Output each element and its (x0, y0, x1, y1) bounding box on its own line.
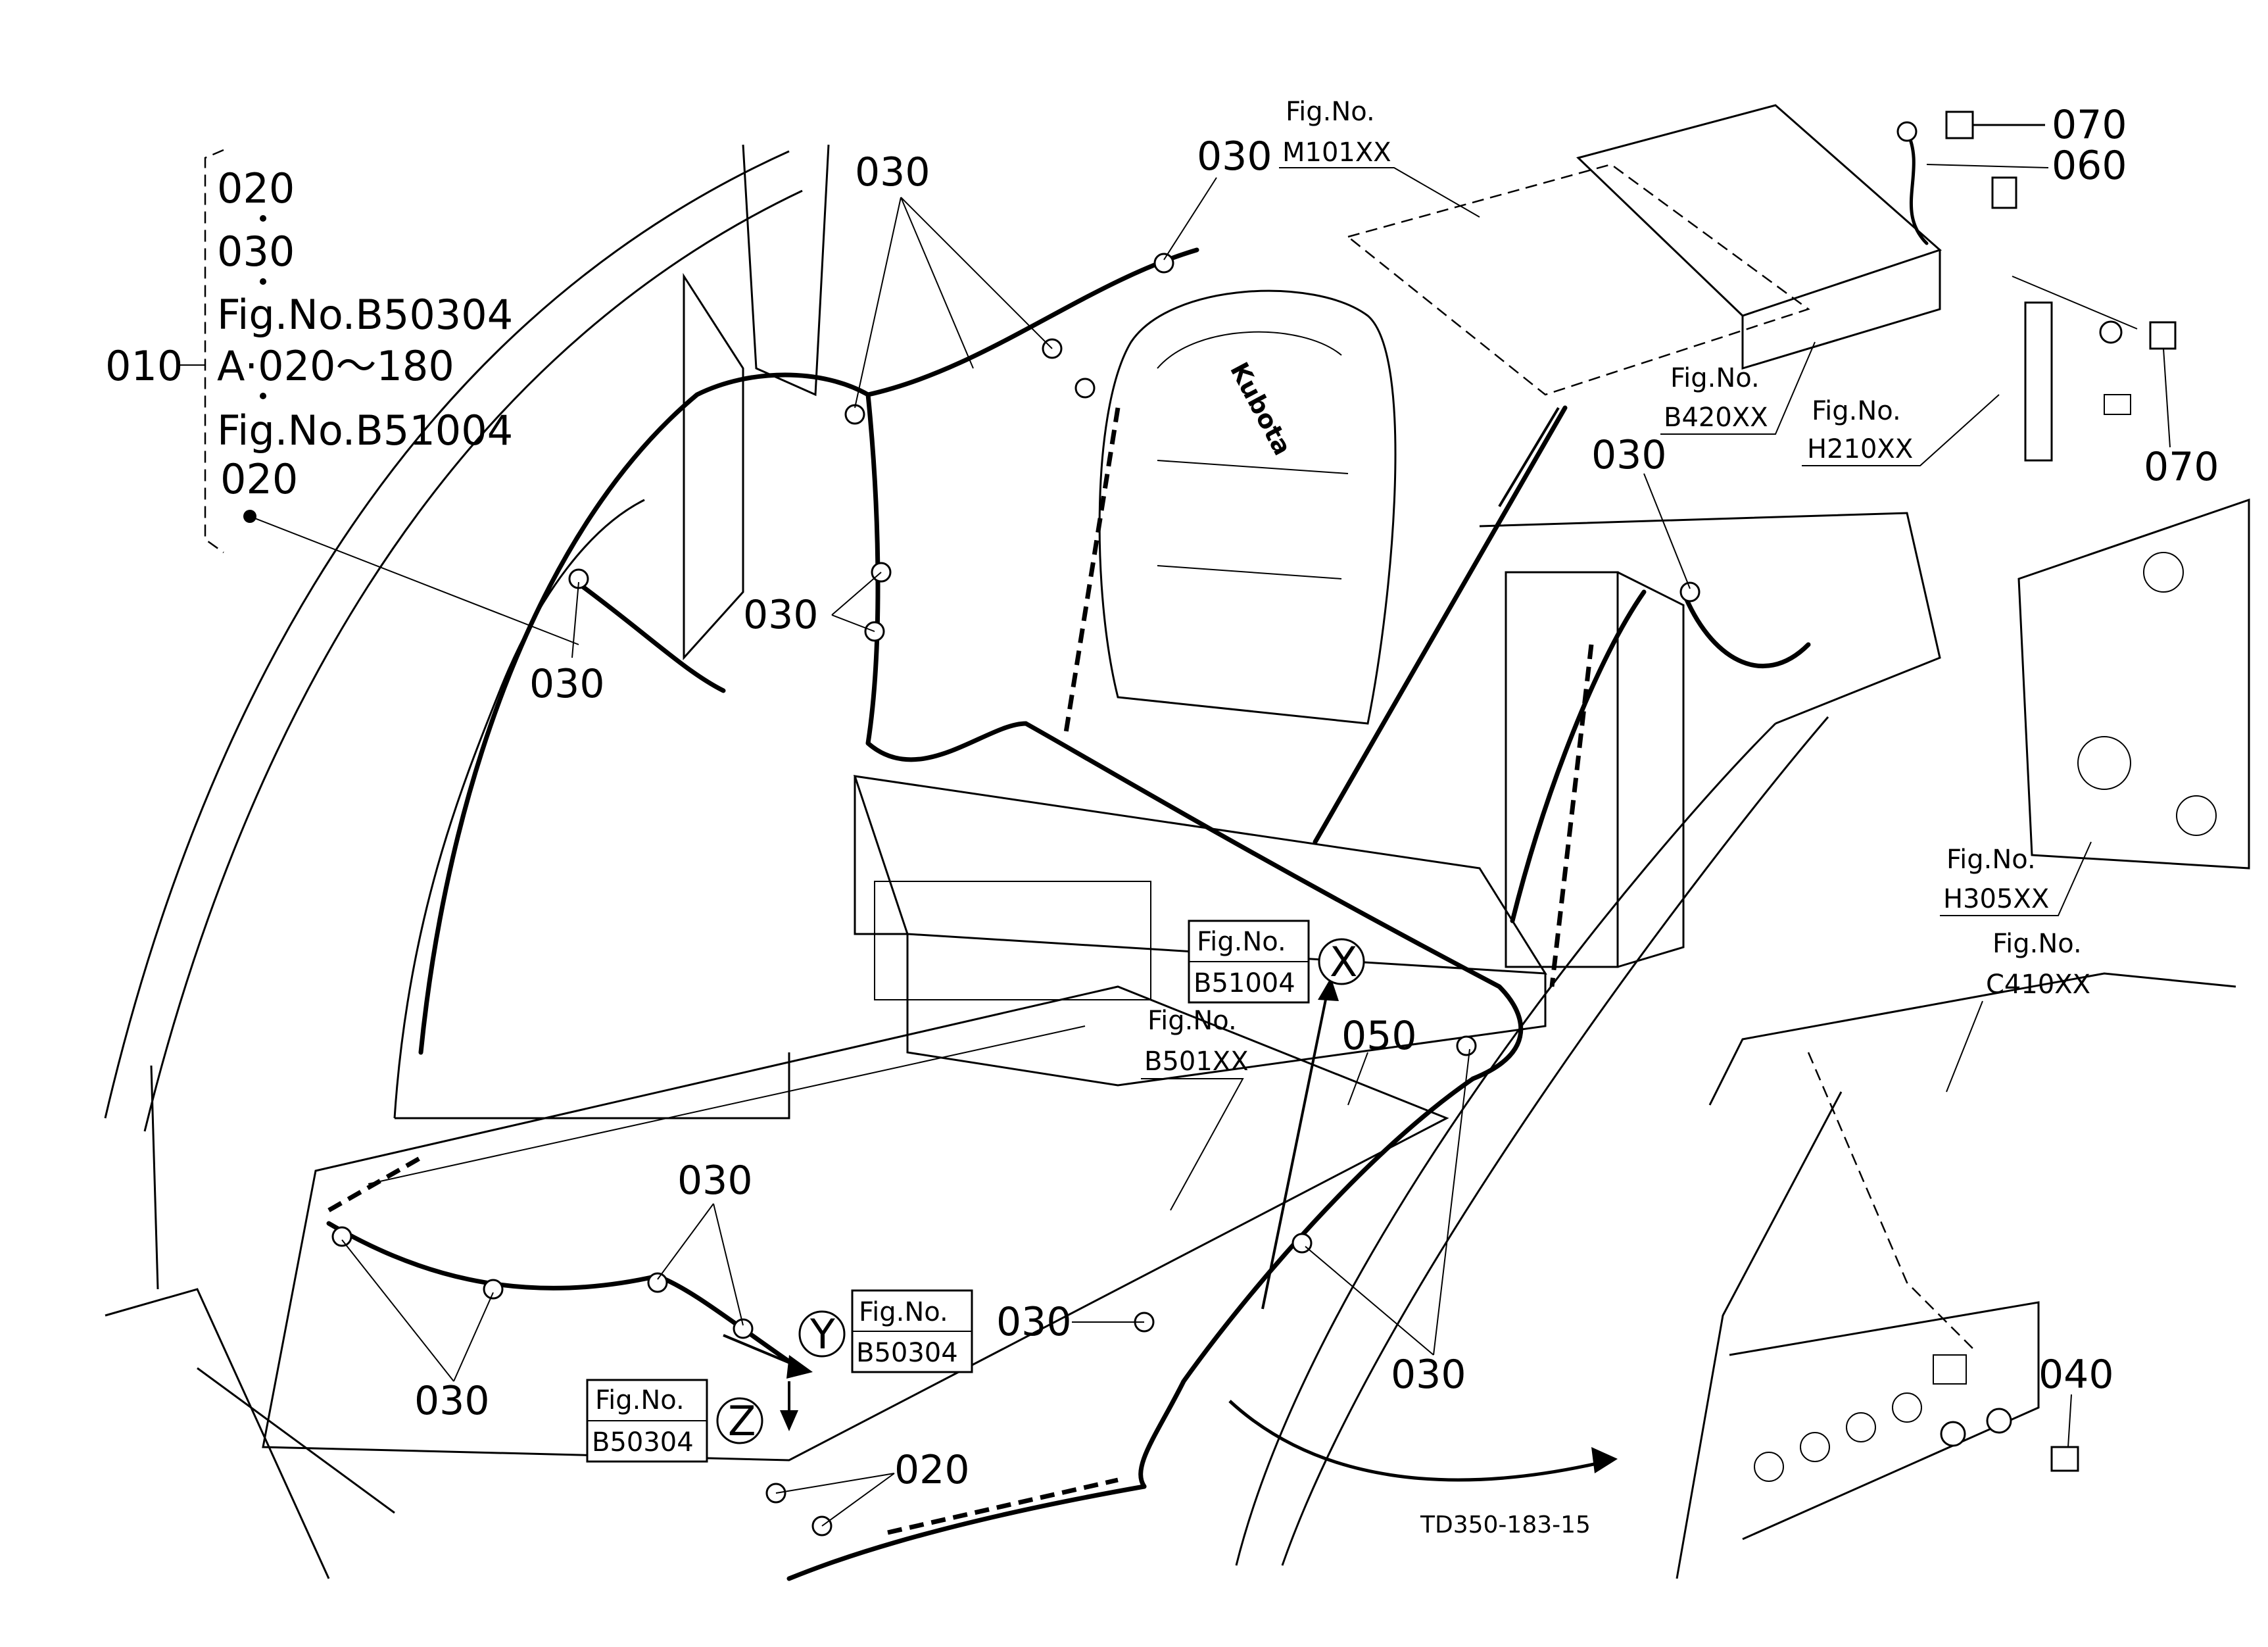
callout-030-mid: 030 (743, 592, 819, 638)
group-line-1: 020 (217, 164, 295, 212)
fig-ref-y-marker: Y (809, 1310, 835, 1358)
callout-030-left: 030 (529, 661, 605, 707)
callout-020-bottom: 020 (894, 1447, 970, 1493)
callouts: 030 030 030 030 030 030 030 030 030 020 … (341, 102, 2219, 1527)
fig-ref-h210-title: Fig.No. (1812, 396, 1901, 426)
fig-ref-x-marker: X (1330, 938, 1357, 986)
fig-ref-x-title: Fig.No. (1197, 927, 1286, 957)
fig-ref-m101-code: M101XX (1282, 137, 1391, 168)
machine-outline (104, 104, 2250, 1579)
fig-ref-b420-code: B420XX (1664, 403, 1768, 433)
fig-ref-b420-title: Fig.No. (1670, 363, 1760, 393)
group-line-6: 020 (220, 455, 298, 503)
callout-030-bottom-left-a: 030 (677, 1158, 753, 1204)
fig-ref-b501-title: Fig.No. (1147, 1006, 1237, 1036)
callout-030-right-a: 030 (1591, 432, 1667, 478)
group-line-4: A·020～180 (217, 342, 454, 390)
callout-050: 050 (1341, 1013, 1417, 1059)
harness-clamps (331, 253, 1701, 1536)
main-wiring-harness (326, 247, 1811, 1581)
group-line-5: Fig.No.B51004 (217, 406, 513, 455)
fig-ref-c410-code: C410XX (1986, 970, 2090, 1000)
fig-ref-b501-code: B501XX (1144, 1046, 1249, 1077)
fig-ref-z-title: Fig.No. (595, 1385, 685, 1415)
fig-ref-y-code: B50304 (856, 1338, 958, 1368)
ground-cable-assembly (1896, 111, 2177, 462)
figure-references: Fig.No. M101XX Fig.No. B420XX Fig.No. H2… (586, 97, 2092, 1463)
drawing-id: TD350-183-15 (1420, 1512, 1591, 1538)
fig-ref-h210-code: H210XX (1807, 434, 1913, 464)
callout-030-bottom-mid: 030 (996, 1299, 1072, 1345)
callout-030-bottom-left-b: 030 (414, 1378, 490, 1424)
callout-060: 060 (2052, 143, 2127, 189)
fig-ref-z-code: B50304 (592, 1427, 694, 1458)
callout-030-right-b: 030 (1391, 1352, 1466, 1398)
fig-ref-h305-title: Fig.No. (1946, 845, 2036, 875)
group-label: 010 (105, 342, 183, 390)
fig-ref-y-title: Fig.No. (859, 1297, 948, 1327)
bracket-group: 010 020 030 Fig.No.B50304 A·020～180 Fig.… (105, 149, 579, 645)
callout-070-right: 070 (2144, 444, 2219, 490)
direction-arrows (723, 406, 1618, 1482)
fig-ref-z-marker: Z (728, 1397, 756, 1445)
fig-ref-c410-title: Fig.No. (1992, 929, 2082, 959)
callout-030-top-mid: 030 (1197, 134, 1272, 180)
fig-ref-m101-title: Fig.No. (1286, 97, 1375, 127)
callout-040: 040 (2039, 1352, 2114, 1398)
callout-030-top-left: 030 (855, 149, 930, 195)
group-line-2: 030 (217, 228, 295, 276)
callout-070-top: 070 (2052, 102, 2127, 148)
fig-ref-x-code: B51004 (1194, 968, 1295, 998)
seat-brand-text: Kubota (1224, 358, 1297, 460)
group-line-3: Fig.No.B50304 (217, 291, 513, 339)
fig-ref-h305-code: H305XX (1943, 884, 2049, 914)
terminal-bolts (1940, 1408, 2079, 1472)
